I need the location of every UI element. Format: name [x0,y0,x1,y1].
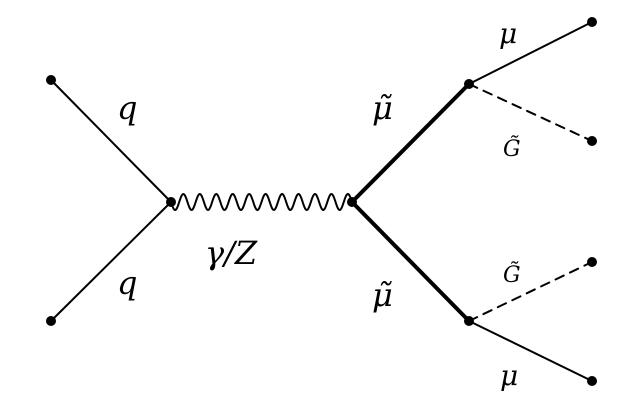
smuon-label-bottom: μ̃ [372,276,393,314]
boson-propagator [170,192,353,212]
quark-endpoint-bottom [46,316,56,326]
quark-line-bottom [50,201,172,322]
quark-label-bottom: q [117,264,137,302]
muon-line-top [468,21,593,85]
smuon-label-top: μ̃ [372,89,393,127]
muon-endpoint-bottom [587,376,597,386]
smuon-line-top [350,82,471,204]
production-vertex [166,197,176,207]
smuon-decay-vertex-top [464,79,474,89]
gravitino-label-bottom: G̃ [503,262,521,288]
muon-label-top: μ [499,17,517,50]
muon-line-bottom [468,320,593,382]
muon-label-bottom: μ [500,359,518,392]
gravitino-line-bottom [468,261,593,322]
gravitino-endpoint-bottom [587,257,597,267]
smuon-decay-vertex-bottom [464,316,474,326]
decay-vertex-main [347,197,357,207]
gravitino-label-top: G̃ [503,136,521,162]
boson-label: γ/Z [205,234,258,272]
smuon-line-bottom [350,200,471,323]
gravitino-line-top [468,83,593,142]
quark-endpoint-top [46,75,56,85]
gravitino-endpoint-top [587,136,597,146]
muon-endpoint-top [587,17,597,27]
quark-line-top [50,79,172,203]
quark-label-top: q [117,89,137,127]
